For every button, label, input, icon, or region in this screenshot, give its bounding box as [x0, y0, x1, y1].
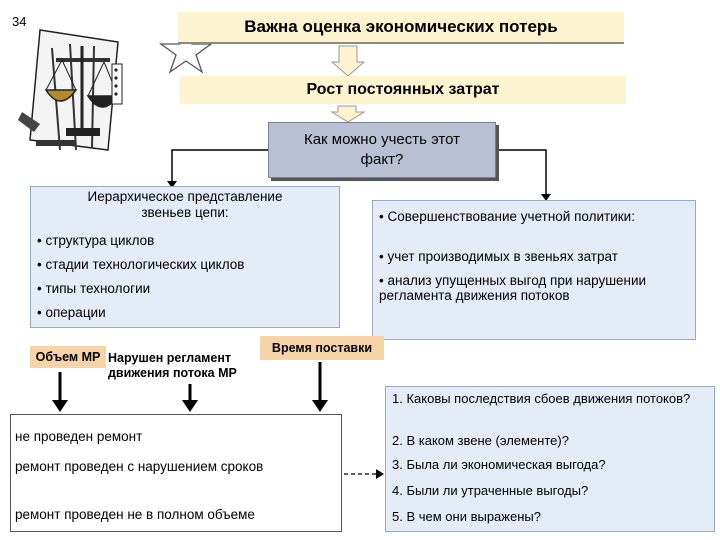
violation-tag: Нарушен регламент движения потока МР: [108, 351, 237, 380]
question-item: 2. В каком звене (элементе)?: [392, 433, 569, 448]
delivery-time-tag: Время поставки: [260, 336, 384, 360]
policy-item: • анализ упущенных выгод при нарушении р…: [379, 273, 647, 303]
slide-number: 34: [12, 14, 27, 29]
star-icon: [159, 23, 213, 74]
question-item: 1. Каковы последствия сбоев движения пот…: [392, 391, 691, 406]
question-item: 3. Была ли экономическая выгода?: [392, 457, 606, 472]
hierarchy-item: • стадии технологических циклов: [37, 257, 245, 272]
results-panel: не проведен ремонт ремонт проведен с нар…: [10, 414, 342, 532]
question-item: 5. В чем они выражены?: [392, 509, 541, 524]
question-box: Как можно учесть этот факт?: [268, 122, 496, 178]
hierarchy-item: • операции: [37, 305, 106, 320]
hierarchy-item: • типы технологии: [37, 281, 151, 296]
result-item: ремонт проведен с нарушением сроков: [15, 459, 264, 474]
scales-clipart: [18, 29, 123, 151]
hierarchy-title: Иерархическое представление звеньев цепи…: [87, 189, 283, 220]
policy-panel: • Совершенствование учетной политики: • …: [372, 200, 696, 340]
hierarchy-item: • структура циклов: [37, 233, 155, 248]
hierarchy-panel: Иерархическое представление звеньев цепи…: [30, 186, 340, 328]
question-label: Как можно учесть этот факт?: [303, 131, 461, 168]
policy-item: • учет производимых в звеньях затрат: [379, 249, 618, 264]
question-item: 4. Были ли утраченные выгоды?: [392, 483, 589, 498]
questions-panel: 1. Каковы последствия сбоев движения пот…: [385, 386, 715, 532]
result-item: не проведен ремонт: [15, 429, 143, 444]
result-item: ремонт проведен не в полном объеме: [15, 507, 255, 522]
policy-item: • Совершенствование учетной политики:: [379, 209, 635, 224]
growth-label: Рост постоянных затрат: [180, 76, 626, 104]
arrow-title-to-growth: [330, 45, 366, 77]
page-title: Важна оценка экономических потерь: [178, 12, 624, 44]
arrow-growth-to-question: [330, 105, 366, 123]
volume-tag: Объем МР: [30, 346, 106, 368]
